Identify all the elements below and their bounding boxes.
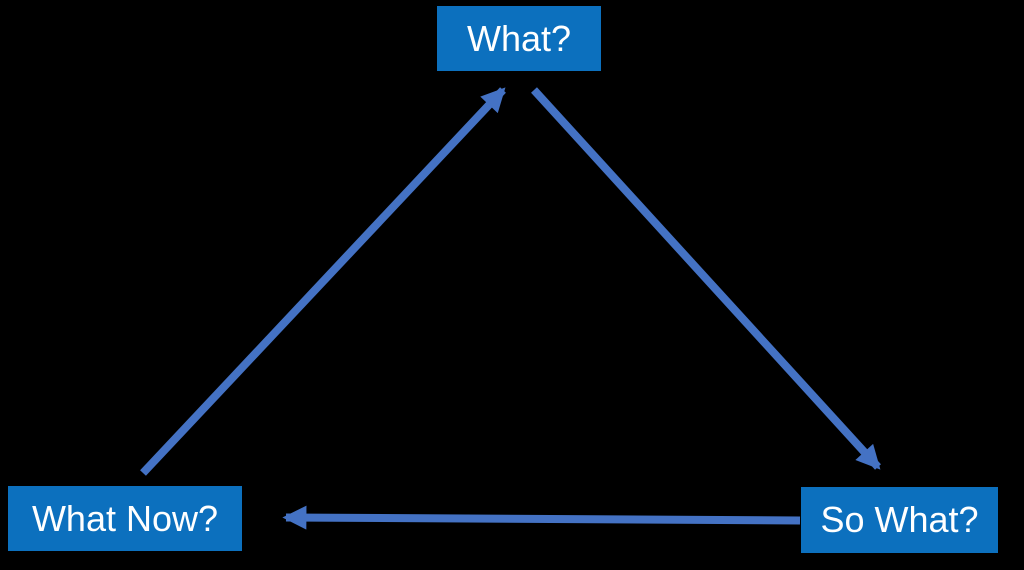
- node-what: What?: [437, 6, 601, 71]
- node-so-what: So What?: [801, 487, 998, 553]
- arrow-what-to-so-what: [531, 87, 881, 470]
- arrow-so-what-to-what-now: [282, 505, 801, 530]
- arrow-what-now-to-what: [140, 87, 506, 476]
- node-what-now: What Now?: [8, 486, 242, 551]
